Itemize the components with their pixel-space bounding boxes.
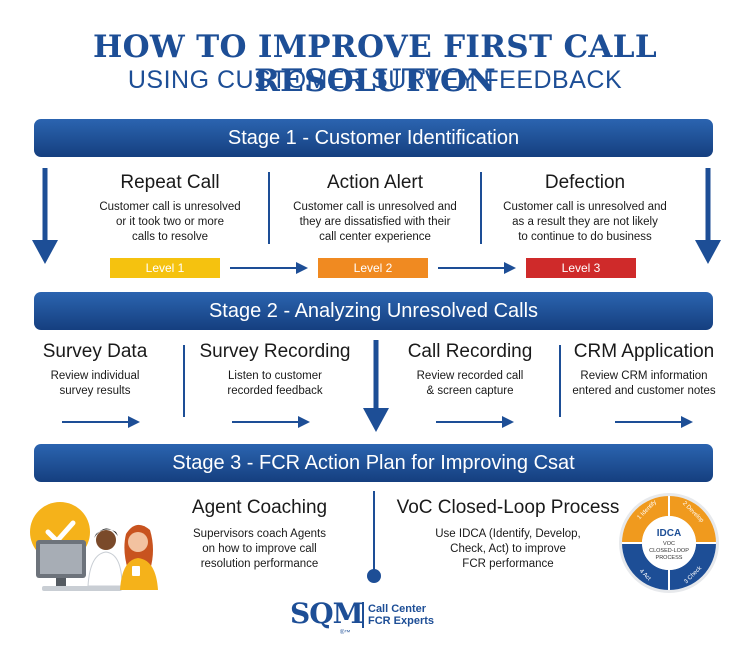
agent-coaching-description: Supervisors coach Agents on how to impro… [193, 528, 326, 570]
flow-arrow [232, 416, 310, 428]
stage-1-divider [480, 172, 482, 244]
logo-divider [362, 602, 364, 628]
action-alert-heading: Action Alert [326, 172, 424, 193]
crm-application-heading: CRM Application [573, 341, 715, 362]
repeat-call-heading: Repeat Call [120, 172, 220, 193]
agent-coaching-illustration [30, 502, 158, 591]
repeat-call-description: Customer call is unresolved or it took t… [99, 201, 241, 243]
voc-column: VoC Closed-Loop Process Use IDCA (Identi… [388, 497, 628, 572]
sqm-logo: SQM Call Center FCR Experts ®™ [290, 596, 470, 646]
idca-badge: IDCA VOC CLOSED-LOOP PROCESS 1 Identify … [619, 493, 719, 593]
main-subtitle: USING CUSTOMER SURVEY FEEDBACK [127, 66, 623, 94]
sqm-logo-mark: SQM [290, 597, 364, 630]
call-recording-column: Call Recording Review recorded call & sc… [390, 341, 550, 399]
divider-end-dot [367, 569, 381, 583]
idca-subtitle-3: PROCESS [656, 555, 683, 561]
level-1-badge: Level 1 [110, 258, 220, 278]
call-recording-heading: Call Recording [407, 341, 533, 362]
defection-heading: Defection [544, 172, 626, 193]
logo-tagline-2: FCR Experts [368, 615, 435, 627]
level-arrow [230, 262, 308, 274]
stage-2-bar: Stage 2 - Analyzing Unresolved Calls [34, 292, 713, 330]
survey-recording-description: Listen to customer recorded feedback [227, 370, 323, 397]
idca-title: IDCA [657, 528, 681, 539]
level-3-badge: Level 3 [526, 258, 636, 278]
call-recording-description: Review recorded call & screen capture [416, 370, 524, 397]
survey-data-heading: Survey Data [42, 341, 148, 362]
voc-heading: VoC Closed-Loop Process [396, 497, 620, 518]
center-down-arrow [363, 340, 389, 432]
stage-1-divider [268, 172, 270, 244]
level-arrow [438, 262, 516, 274]
flow-arrow [62, 416, 140, 428]
stage-3-divider [373, 491, 375, 573]
flow-arrow [615, 416, 693, 428]
logo-tagline-1: Call Center [368, 603, 427, 615]
level-2-badge: Level 2 [318, 258, 428, 278]
logo-trademark: ®™ [340, 630, 351, 636]
stage-3-bar: Stage 3 - FCR Action Plan for Improving … [34, 444, 713, 482]
survey-recording-heading: Survey Recording [199, 341, 351, 362]
action-alert-description: Customer call is unresolved and they are… [293, 201, 457, 243]
repeat-call-column: Repeat Call Customer call is unresolved … [80, 172, 260, 245]
main-title: HOW TO IMPROVE FIRST CALL RESOLUTION [93, 29, 657, 99]
defection-description: Customer call is unresolved and as a res… [503, 201, 667, 243]
crm-application-description: Review CRM information entered and custo… [572, 370, 716, 397]
stage-2-divider [183, 345, 185, 417]
left-down-arrow [32, 168, 58, 264]
crm-application-column: CRM Application Review CRM information e… [565, 341, 723, 399]
survey-data-column: Survey Data Review individual survey res… [25, 341, 165, 399]
survey-data-description: Review individual survey results [50, 370, 140, 397]
flow-arrow [436, 416, 514, 428]
agent-coaching-column: Agent Coaching Supervisors coach Agents … [172, 497, 347, 572]
right-down-arrow [695, 168, 721, 264]
idca-subtitle-2: CLOSED-LOOP [649, 548, 689, 554]
defection-column: Defection Customer call is unresolved an… [485, 172, 685, 245]
stage-1-bar: Stage 1 - Customer Identification [34, 119, 713, 157]
stage-2-divider [559, 345, 561, 417]
voc-description: Use IDCA (Identify, Develop, Check, Act)… [435, 528, 581, 570]
survey-recording-column: Survey Recording Listen to customer reco… [190, 341, 360, 399]
action-alert-column: Action Alert Customer call is unresolved… [275, 172, 475, 245]
agent-coaching-heading: Agent Coaching [191, 497, 328, 518]
idca-subtitle-1: VOC [663, 541, 675, 547]
